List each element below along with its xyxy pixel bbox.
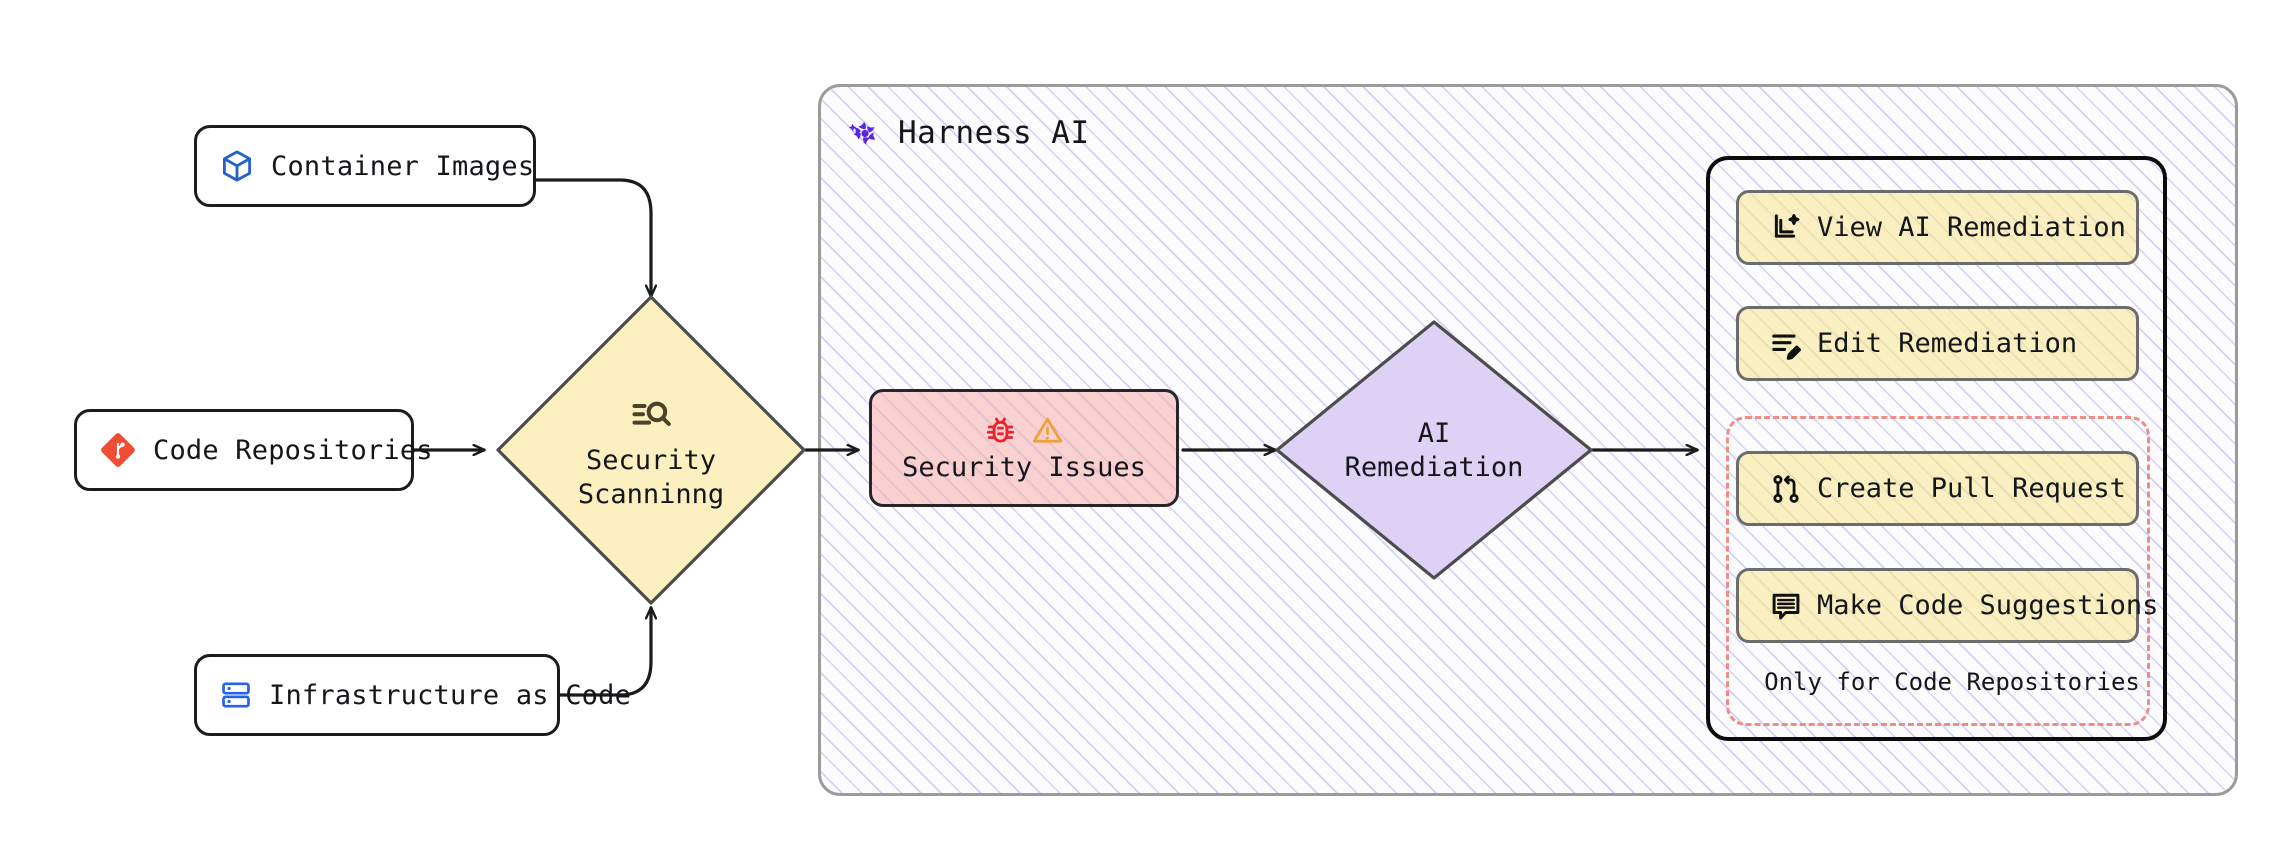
- harness-pinwheel-logo-icon: [848, 121, 876, 145]
- source-node-infrastructure-as-code[interactable]: Infrastructure as Code: [194, 654, 631, 736]
- action-label-view-ai-remediation: View AI Remediation: [1817, 212, 2126, 243]
- security-scanning-label-line2: Scanninng: [577, 479, 725, 510]
- server-stack-icon: [222, 682, 250, 708]
- code-repositories-only-group: [1726, 416, 2150, 726]
- source-label-code-repositories: Code Repositories: [153, 434, 433, 466]
- list-pencil-icon: [1772, 334, 1802, 360]
- action-button-make-code-suggestions[interactable]: Make Code Suggestions: [1736, 568, 2158, 643]
- action-label-make-code-suggestions: Make Code Suggestions: [1817, 590, 2159, 621]
- security-issues-icons: [983, 413, 1065, 448]
- warning-triangle-icon: [1032, 417, 1063, 443]
- action-button-view-ai-remediation[interactable]: View AI Remediation: [1736, 190, 2139, 265]
- git-diamond-icon: [101, 433, 135, 467]
- action-label-edit-remediation: Edit Remediation: [1817, 328, 2078, 359]
- edge-infrastructure-as-code-to-security-scanning: [558, 608, 651, 697]
- security-issues-node[interactable]: Security Issues: [869, 389, 1179, 507]
- remediation-actions-panel: [1706, 156, 2167, 741]
- comment-lines-icon: [1772, 593, 1800, 619]
- security-issues-label: Security Issues: [902, 452, 1146, 483]
- source-label-container-images: Container Images: [271, 150, 535, 182]
- git-pull-request-icon: [1773, 474, 1799, 503]
- ai-remediation-diamond: [1275, 320, 1593, 580]
- security-scanning-label-line1: Security: [585, 445, 717, 477]
- source-node-container-images[interactable]: Container Images: [194, 125, 536, 207]
- document-sparkle-icon: [1774, 213, 1800, 238]
- code-repositories-only-note: Only for Code Repositories: [1764, 668, 2140, 696]
- action-button-edit-remediation[interactable]: Edit Remediation: [1736, 306, 2139, 381]
- security-scanning-diamond: [496, 295, 806, 605]
- bug-icon: [986, 417, 1015, 443]
- harness-ai-title: Harness AI: [846, 114, 1090, 152]
- edge-container-images-to-security-scanning: [534, 178, 651, 296]
- cube-box-icon: [222, 150, 252, 182]
- action-button-create-pull-request[interactable]: Create Pull Request: [1736, 451, 2139, 526]
- ai-remediation-label-line1: AI: [1417, 418, 1451, 450]
- ai-remediation-node[interactable]: AI Remediation: [1334, 405, 1534, 497]
- source-node-code-repositories[interactable]: Code Repositories: [74, 409, 433, 491]
- harness-ai-label: Harness AI: [898, 115, 1090, 151]
- scan-search-icon: [632, 401, 671, 427]
- ai-remediation-label-line2: Remediation: [1344, 452, 1524, 483]
- security-scanning-node[interactable]: Security Scanninng: [531, 382, 771, 522]
- action-label-create-pull-request: Create Pull Request: [1817, 473, 2126, 504]
- source-label-infrastructure-as-code: Infrastructure as Code: [269, 679, 632, 711]
